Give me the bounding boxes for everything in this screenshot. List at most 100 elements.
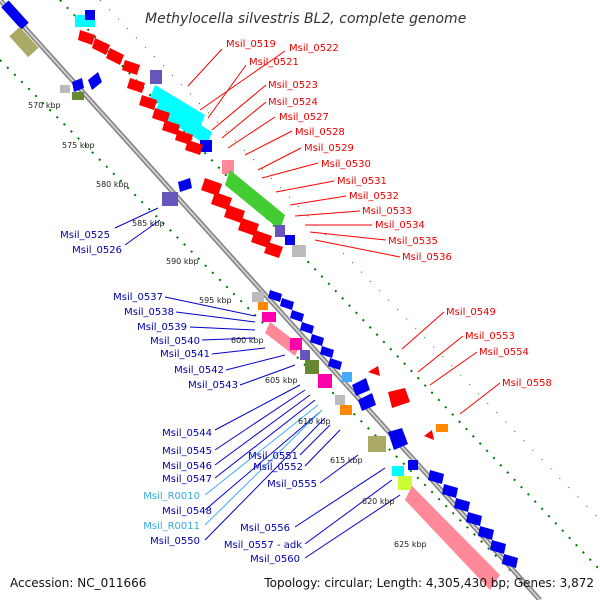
gene-label: Msil_0544 (162, 428, 212, 439)
gene-label: Msil_0541 (160, 349, 210, 360)
kbp-tick: 580 kbp (96, 180, 129, 189)
gene-label: Msil_0527 (279, 112, 329, 123)
gene-label: Msil_0560 (250, 554, 300, 565)
kbp-tick: 600 kbp (231, 336, 264, 345)
gene-arrow (72, 78, 84, 92)
gene-block (290, 338, 302, 350)
gene-arrow (454, 498, 470, 512)
gene-block (162, 192, 178, 206)
kbp-tick: 620 kbp (362, 497, 395, 506)
gene-block (392, 466, 404, 476)
gene-arrow (162, 120, 180, 135)
topology-info: Topology: circular; Length: 4,305,430 bp… (263, 576, 594, 590)
gene-block (398, 476, 412, 490)
gene-label: Msil_0554 (479, 347, 529, 358)
gene-label: Msil_0525 (60, 230, 110, 241)
gene-block (408, 460, 418, 470)
gene-block-cyan (150, 85, 205, 128)
gene-block (340, 405, 352, 415)
gene-label: Msil_0553 (465, 331, 515, 342)
gene-label: Msil_0519 (226, 39, 276, 50)
gene-label: Msil_0533 (362, 206, 412, 217)
gene-label: Msil_R0011 (143, 521, 200, 532)
gene-label: Msil_0551 (248, 451, 298, 462)
gene-arrow (152, 108, 170, 123)
gene-label: Msil_0540 (150, 336, 200, 347)
gene-block (436, 424, 448, 432)
kbp-tick: 585 kbp (132, 219, 165, 228)
gene-block (275, 225, 285, 237)
rna-labels: Msil_R0010 Msil_R0011 (143, 491, 200, 532)
gene-arrow (201, 178, 222, 196)
gene-label: Msil_0521 (249, 57, 299, 68)
gene-block (300, 350, 310, 360)
gene-block (292, 245, 306, 257)
gene-arrow (358, 393, 376, 411)
gene-block (222, 160, 234, 174)
gene-label: Msil_0552 (253, 462, 303, 473)
gene-label: Msil_0536 (402, 252, 452, 263)
gene-arrow (178, 178, 192, 192)
gene-arrow (300, 322, 314, 334)
gene-label: Msil_0530 (321, 159, 371, 170)
gene-arrow (78, 30, 95, 45)
gene-arrow (264, 242, 283, 258)
gene-arrow (320, 346, 334, 358)
gene-labels-right: Msil_0519 Msil_0522 Msil_0521 Msil_0523 … (226, 39, 452, 263)
gene-label: Msil_R0010 (143, 491, 200, 502)
gene-label: Msil_0546 (162, 461, 212, 472)
gene-arrow (478, 526, 494, 540)
gene-label: Msil_0539 (137, 322, 187, 333)
gene-block (1, 0, 29, 30)
gene-label: Msil_0543 (188, 380, 238, 391)
gene-block (368, 436, 386, 452)
gene-arrow (490, 540, 506, 554)
kbp-tick: 590 kbp (166, 257, 199, 266)
dotted-guide-outer (59, 0, 600, 571)
gene-labels-far-right: Msil_0549 Msil_0553 Msil_0554 Msil_0558 (446, 307, 552, 389)
gene-label: Msil_0529 (304, 143, 354, 154)
gene-arrow (251, 230, 272, 248)
gene-label: Msil_0535 (388, 236, 438, 247)
gene-arrow (238, 218, 259, 236)
gene-block (258, 302, 268, 310)
gene-arrow (290, 310, 304, 322)
gene-arrow (139, 95, 157, 110)
gene-arrow (122, 60, 140, 75)
gene-block (262, 312, 276, 322)
gene-label: Msil_0532 (349, 191, 399, 202)
kbp-tick: 625 kbp (394, 540, 427, 549)
gene-arrow (310, 334, 324, 346)
gene-label: Msil_0550 (150, 536, 200, 547)
gene-label: Msil_0531 (337, 176, 387, 187)
leader-lines-left (114, 207, 401, 559)
leader-lines-right (187, 48, 501, 415)
gene-label: Msil_0549 (446, 307, 496, 318)
gene-arrow (224, 205, 245, 223)
gene-label: Msil_0558 (502, 378, 552, 389)
gene-arrow (442, 484, 458, 498)
gene-label: Msil_0555 (267, 479, 317, 490)
gene-block-green (225, 170, 285, 230)
gene-arrow (211, 192, 232, 210)
gene-block-cyan (155, 100, 212, 145)
gene-label: Msil_0523 (268, 80, 318, 91)
gene-arrow (352, 378, 370, 396)
gene-label: Msil_0548 (162, 506, 212, 517)
gene-block (305, 360, 319, 374)
gene-block (85, 10, 95, 20)
gene-arrow (368, 366, 380, 376)
gene-block-pink (405, 486, 500, 590)
gene-label: Msil_0556 (240, 523, 290, 534)
kbp-tick: 575 kbp (62, 141, 95, 150)
gene-arrow (106, 48, 124, 65)
gene-block (150, 70, 162, 84)
gene-block (200, 140, 212, 152)
gene-label: Msil_0545 (162, 446, 212, 457)
gene-arrow (424, 430, 434, 440)
gene-block (318, 374, 332, 388)
kbp-ticks: 570 kbp 575 kbp 580 kbp 585 kbp 590 kbp … (28, 101, 427, 549)
gene-arrow (280, 298, 294, 310)
